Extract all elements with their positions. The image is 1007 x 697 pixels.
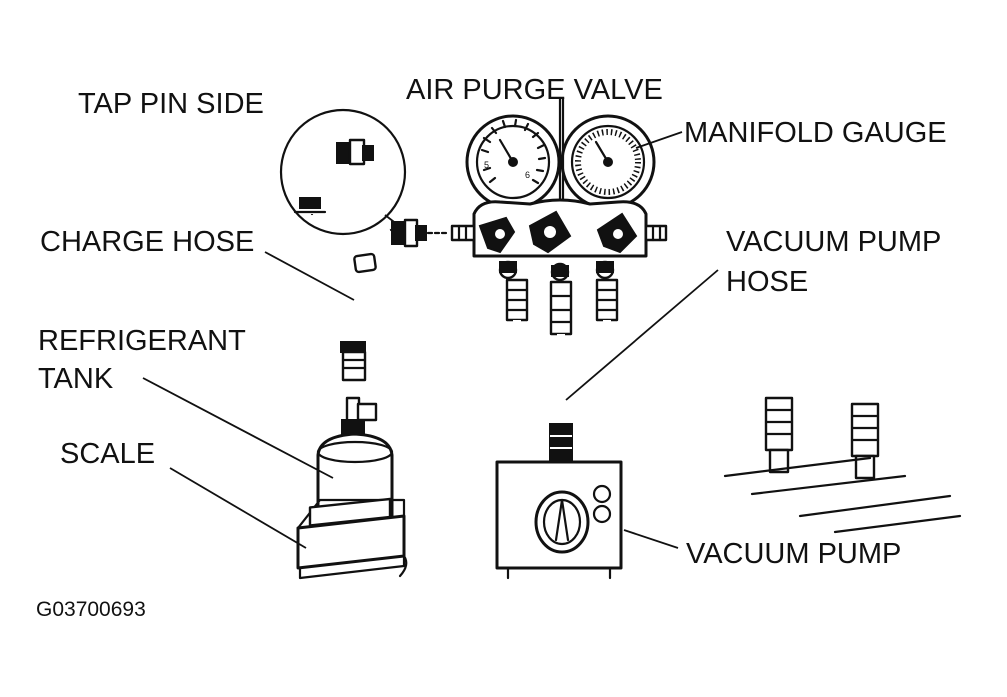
tap-pin-detail-circle xyxy=(279,108,407,236)
label-refrigerant-tank-line2: TANK xyxy=(38,363,114,395)
label-vacuum-pump-hose-line1: VACUUM PUMP xyxy=(726,226,941,258)
scale xyxy=(296,497,408,580)
leader-lines xyxy=(142,131,719,549)
label-vacuum-pump-hose-line2: HOSE xyxy=(726,266,808,298)
label-charge-hose: CHARGE HOSE xyxy=(40,226,254,258)
svg-text:6: 6 xyxy=(525,170,530,180)
charge-hose xyxy=(340,218,450,382)
label-vacuum-pump: VACUUM PUMP xyxy=(686,538,901,570)
manifold-hoses xyxy=(505,278,868,465)
label-manifold-gauge: MANIFOLD GAUGE xyxy=(684,117,947,149)
figure-code: G03700693 xyxy=(36,598,146,621)
vacuum-pump xyxy=(495,460,623,580)
svg-text:5: 5 xyxy=(484,160,489,170)
label-scale: SCALE xyxy=(60,438,155,470)
label-tap-pin-side: TAP PIN SIDE xyxy=(78,88,264,120)
left-gauge-ticks: 5 6 xyxy=(480,118,547,185)
label-refrigerant-tank-line1: REFRIGERANT xyxy=(38,325,246,357)
service-couplers xyxy=(723,396,962,534)
manifold-gauge: 5 6 xyxy=(450,96,668,282)
right-gauge-ticks xyxy=(575,129,641,195)
label-air-purge-valve: AIR PURGE VALVE xyxy=(406,74,663,106)
